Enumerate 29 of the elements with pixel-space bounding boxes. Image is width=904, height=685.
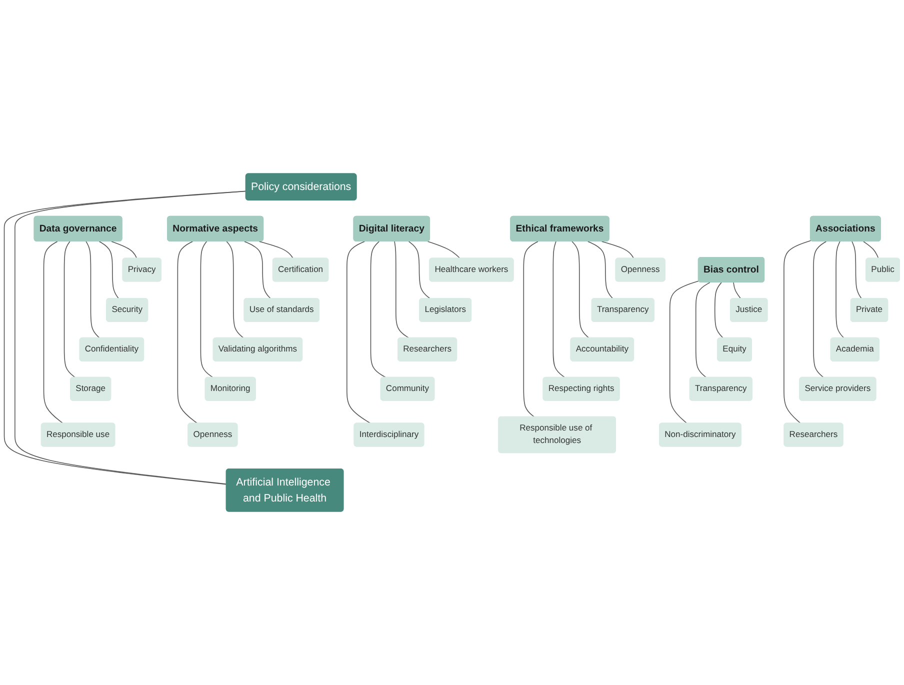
connector <box>86 241 100 338</box>
connector <box>813 241 827 378</box>
connector <box>784 240 812 424</box>
connector <box>733 282 742 299</box>
connector <box>852 241 862 299</box>
connector <box>394 241 410 338</box>
connector <box>43 241 64 424</box>
connector <box>258 241 294 259</box>
connector <box>669 280 700 424</box>
connector <box>601 241 634 259</box>
connector <box>523 241 538 418</box>
connector <box>346 241 371 424</box>
connector <box>226 241 244 338</box>
connector <box>714 282 724 338</box>
connector <box>98 241 120 299</box>
connector <box>244 241 271 299</box>
connector <box>552 241 566 378</box>
connector <box>587 241 614 299</box>
connector <box>695 282 710 378</box>
connector <box>836 241 844 338</box>
connector <box>370 241 386 378</box>
connector <box>111 241 138 259</box>
connector <box>572 241 590 338</box>
connector <box>427 241 460 259</box>
connector <box>863 241 879 259</box>
connector <box>200 241 214 378</box>
connector <box>177 241 198 424</box>
connector <box>64 241 76 378</box>
connector <box>408 241 430 299</box>
